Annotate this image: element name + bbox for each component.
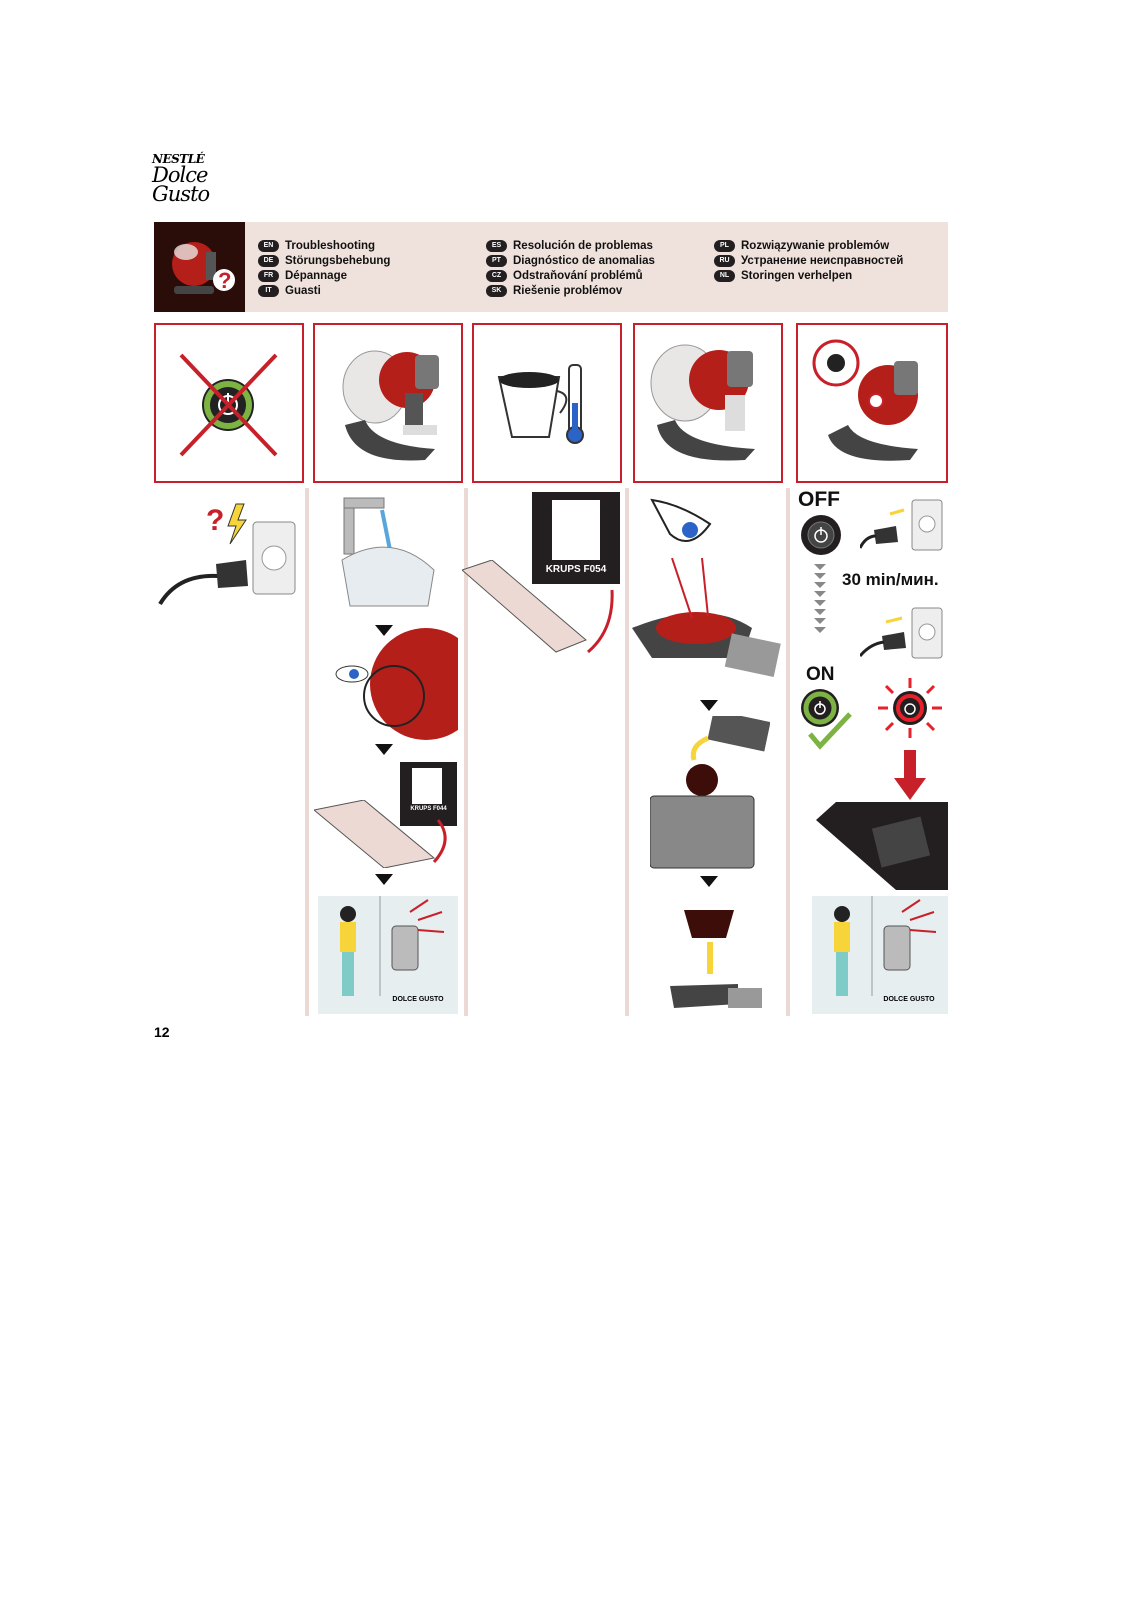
column-divider (786, 488, 790, 1016)
replug-illustration (858, 606, 944, 662)
panel-no-water (313, 323, 463, 483)
lang-item-sk: SK Riešenie problémov (486, 283, 622, 298)
wait-duration-label: 30 min/мин. (842, 570, 939, 589)
lang-item-es: ES Resolución de problemas (486, 238, 653, 253)
lang-item-nl: NL Storingen verhelpen (714, 268, 852, 283)
down-arrow-icon (894, 750, 926, 802)
wait-chevrons (812, 562, 828, 642)
lang-item-en: EN Troubleshooting (258, 238, 375, 253)
step-arrow (375, 625, 393, 636)
lang-label: Устранение неисправностей (741, 254, 904, 267)
lang-item-pt: PT Diagnóstico de anomalias (486, 253, 655, 268)
hotline-label-left: DOLCE GUSTO (392, 996, 444, 1003)
lang-item-de: DE Störungsbehebung (258, 253, 390, 268)
lang-badge: FR (258, 269, 279, 282)
lang-badge: SK (486, 284, 507, 297)
step-arrow (375, 744, 393, 755)
lang-label: Dépannage (285, 269, 347, 282)
power-on-check-icon (800, 688, 854, 752)
lang-label: Rozwiązywanie problemów (741, 239, 890, 252)
language-header-band (154, 222, 948, 312)
lang-label: Diagnóstico de anomalias (513, 254, 655, 267)
panel-leaking (633, 323, 783, 483)
dolce-gusto-logo: NESTLÉ Dolce Gusto (152, 152, 222, 212)
lang-badge: PL (714, 239, 735, 252)
lang-badge: EN (258, 239, 279, 252)
manual-open-small (312, 799, 462, 869)
on-label: ON (806, 664, 835, 685)
lang-label: Odstraňování problémů (513, 269, 643, 282)
off-label: OFF (798, 488, 840, 511)
lang-badge: ES (486, 239, 507, 252)
svg-text:?: ? (218, 268, 231, 293)
blinking-power-light-icon (874, 676, 946, 740)
krups-label-small: KRUPS F044 (410, 806, 447, 812)
gusto-wordmark: Gusto (152, 182, 210, 206)
lang-item-pl: PL Rozwiązywanie problemów (714, 238, 889, 253)
column-divider (464, 488, 468, 1016)
panel-no-power (154, 323, 304, 483)
unplug-illustration (858, 496, 944, 556)
panel-blinking-light (796, 323, 948, 483)
krups-manual-small: KRUPS F044 (400, 762, 457, 826)
lang-badge: IT (258, 284, 279, 297)
manual-error-table-illustration (816, 802, 948, 890)
hotline-call-illustration-left: DOLCE GUSTO (318, 896, 458, 1014)
step-arrow (700, 876, 718, 887)
machine-question-illustration: ? (154, 222, 245, 312)
lang-badge: RU (714, 254, 735, 267)
capsule-holder-inspect-illustration (632, 557, 782, 688)
panel-cold-drink (472, 323, 622, 483)
lang-label: Resolución de problemas (513, 239, 653, 252)
hotline-label-right: DOLCE GUSTO (883, 996, 935, 1003)
lang-item-ru: RU Устранение неисправностей (714, 253, 903, 268)
lang-label: Guasti (285, 284, 321, 297)
svg-text:?: ? (206, 504, 224, 537)
lang-label: Riešenie problémov (513, 284, 623, 297)
krups-manual-large: KRUPS F054 (532, 492, 620, 584)
krups-label-large: KRUPS F054 (545, 564, 607, 575)
lang-item-it: IT Guasti (258, 283, 321, 298)
lang-item-cz: CZ Odstraňování problémů (486, 268, 643, 283)
water-level-eye-illustration (330, 628, 482, 740)
step-arrow (375, 874, 393, 885)
inspect-eye-icon (650, 494, 718, 552)
insert-capsule-illustration (668, 898, 768, 1016)
power-off-icon (800, 514, 842, 556)
page-number: 12 (154, 1024, 170, 1040)
manual-page (552, 500, 600, 560)
lang-item-fr: FR Dépannage (258, 268, 347, 283)
lang-badge: DE (258, 254, 279, 267)
manual-open-large (461, 559, 620, 660)
plug-socket-illustration: ? (158, 494, 300, 614)
tap-water-tank-illustration (332, 490, 450, 620)
lang-badge: NL (714, 269, 735, 282)
lang-label: Troubleshooting (285, 239, 376, 252)
lang-badge: CZ (486, 269, 507, 282)
step-arrow (700, 700, 718, 711)
remove-capsule-illustration (649, 710, 771, 870)
column-divider (625, 488, 629, 1016)
column-divider (305, 488, 309, 1016)
nestle-wordmark: NESTLÉ (152, 152, 205, 166)
manual-page (412, 768, 442, 804)
lang-badge: PT (486, 254, 507, 267)
lang-label: Störungsbehebung (285, 254, 391, 267)
lang-label: Storingen verhelpen (741, 269, 853, 282)
hotline-call-illustration-right: DOLCE GUSTO (812, 896, 948, 1014)
dolce-wordmark: Dolce (152, 163, 208, 187)
